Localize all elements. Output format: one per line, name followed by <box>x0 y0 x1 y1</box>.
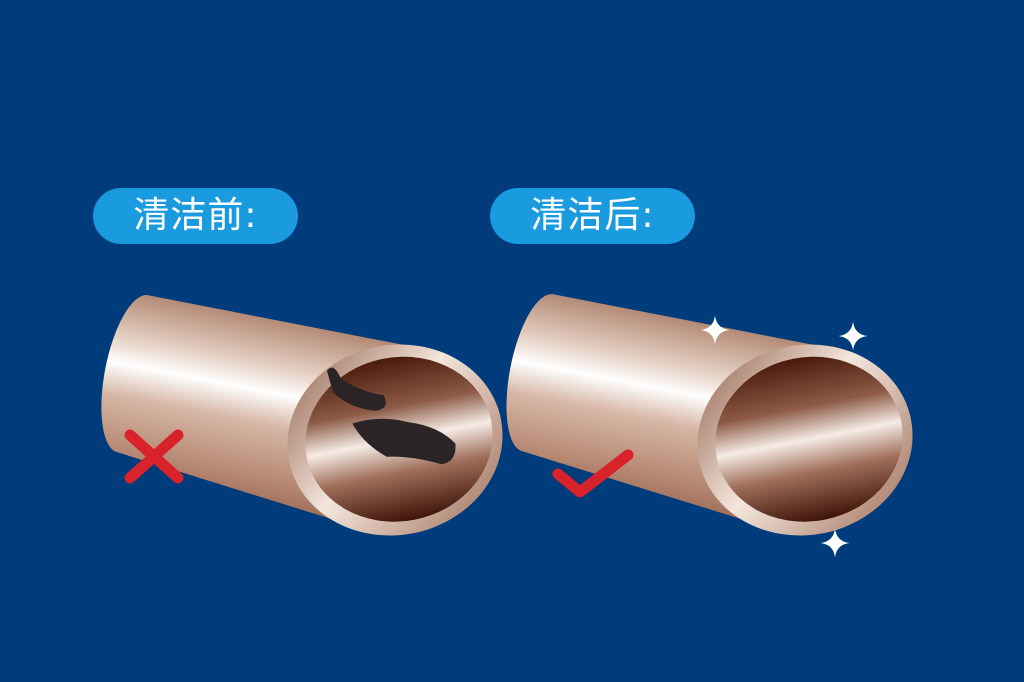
after-label: 清洁后: <box>490 188 695 244</box>
cross-icon <box>124 429 184 484</box>
before-label: 清洁前: <box>93 188 298 244</box>
sparkle-icon <box>838 321 868 351</box>
check-icon <box>552 449 634 498</box>
clean-pipe <box>506 294 913 536</box>
dirt-deposits <box>326 367 456 465</box>
sparkle-icon <box>820 528 850 558</box>
dirty-pipe <box>101 295 503 536</box>
